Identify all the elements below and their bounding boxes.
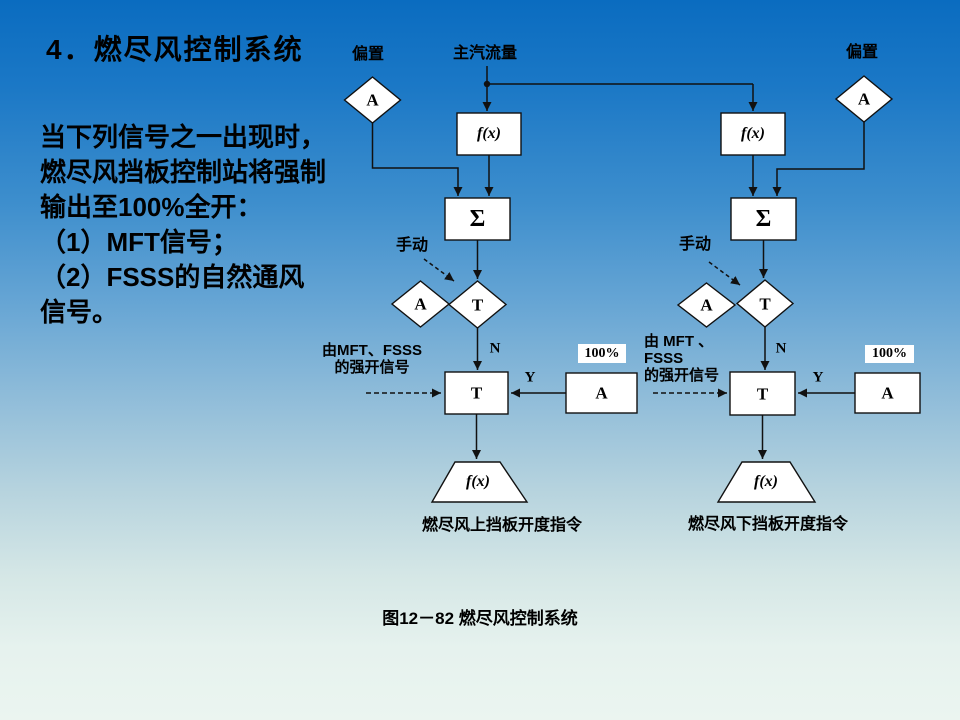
a-box-left xyxy=(565,372,638,414)
n-label-left: N xyxy=(489,340,501,357)
a-diamond-bias-left xyxy=(343,76,402,124)
force-open-note-left-line: 由MFT、FSSS xyxy=(322,342,422,359)
fx-box-right xyxy=(720,112,786,156)
intro-line: 燃尽风挡板控制站将强制 xyxy=(40,157,327,187)
sum-box-left xyxy=(444,197,511,241)
t-box-right-label: T xyxy=(756,384,769,403)
sum-box-right xyxy=(730,197,797,241)
t-diamond-right-label: T xyxy=(759,294,771,313)
a-box-left-label: A xyxy=(595,383,608,403)
y-label-right: Y xyxy=(812,369,824,386)
a-diamond-bias-right xyxy=(834,75,894,123)
connector-manual-left-dashed xyxy=(423,258,455,282)
force-open-note-right-line: 的强开信号 xyxy=(644,367,720,384)
a-diamond-transfer-left-label: A xyxy=(414,294,427,314)
fx-box-right-label: f(x) xyxy=(741,125,765,142)
output-label-left: 燃尽风上挡板开度指令 xyxy=(421,517,583,534)
full-open-label-left: 100% xyxy=(584,345,620,361)
fx-trapezoid-right xyxy=(716,461,817,503)
slide-title: 4．燃尽风控制系统 xyxy=(46,34,304,65)
main-steam-flow-label: 主汽流量 xyxy=(452,45,518,62)
sum-box-left-label: Σ xyxy=(469,206,486,232)
t-diamond-right xyxy=(735,279,795,328)
fx-box-left xyxy=(456,112,522,156)
n-label-right: N xyxy=(775,340,787,357)
junction-dot xyxy=(483,80,491,88)
intro-line: 输出至100%全开： xyxy=(40,192,263,222)
full-open-label-right: 100% xyxy=(872,346,907,361)
force-open-note-right-line: 由 MFT 、 xyxy=(644,333,714,350)
intro-line: （1）MFT信号； xyxy=(40,227,238,257)
connector-bias-right-to-sum xyxy=(772,122,865,196)
t-box-left-label: T xyxy=(470,383,483,403)
a-diamond-transfer-left xyxy=(390,280,451,328)
t-box-right xyxy=(729,371,796,416)
output-label-right: 燃尽风下挡板开度指令 xyxy=(687,516,849,533)
a-diamond-transfer-right xyxy=(676,282,737,328)
a-box-right xyxy=(854,372,921,414)
fx-trapezoid-left xyxy=(430,461,529,503)
a-box-right-label: A xyxy=(881,383,894,403)
t-diamond-left xyxy=(447,280,508,329)
force-open-note-right-line: FSSS xyxy=(644,350,684,367)
figure-caption: 图12－82 燃尽风控制系统 xyxy=(382,609,578,628)
connector-manual-right-dashed xyxy=(708,261,741,286)
intro-text: 当下列信号之一出现时， 燃尽风挡板控制站将强制 输出至100%全开： （1）MF… xyxy=(40,120,385,330)
force-open-note-left: 由MFT、FSSS 的强开信号 xyxy=(310,342,434,376)
full-open-plate-left xyxy=(578,344,626,363)
manual-label-right: 手动 xyxy=(678,236,712,253)
a-diamond-bias-right-label: A xyxy=(857,89,871,109)
force-open-note-right: 由 MFT 、 FSSS 的强开信号 xyxy=(644,333,739,384)
a-diamond-transfer-right-label: A xyxy=(700,295,713,315)
intro-line: 信号。 xyxy=(40,297,119,327)
bias-label-left: 偏置 xyxy=(351,46,385,63)
force-open-note-left-line: 的强开信号 xyxy=(334,359,410,376)
sum-box-right-label: Σ xyxy=(755,206,772,232)
manual-label-left: 手动 xyxy=(395,237,429,254)
a-diamond-bias-left-label: A xyxy=(366,90,379,110)
fx-trapezoid-left-label: f(x) xyxy=(466,473,490,490)
full-open-plate-right xyxy=(865,345,914,363)
bias-label-right: 偏置 xyxy=(845,44,879,61)
t-box-left xyxy=(444,371,509,415)
connector-bias-left-to-sum xyxy=(371,123,463,196)
intro-line: （2）FSSS的自然通风 xyxy=(40,262,305,292)
intro-line: 当下列信号之一出现时， xyxy=(40,122,327,152)
y-label-left: Y xyxy=(524,369,536,386)
t-diamond-left-label: T xyxy=(471,295,484,314)
fx-box-left-label: f(x) xyxy=(477,125,501,142)
fx-trapezoid-right-label: f(x) xyxy=(754,473,778,490)
